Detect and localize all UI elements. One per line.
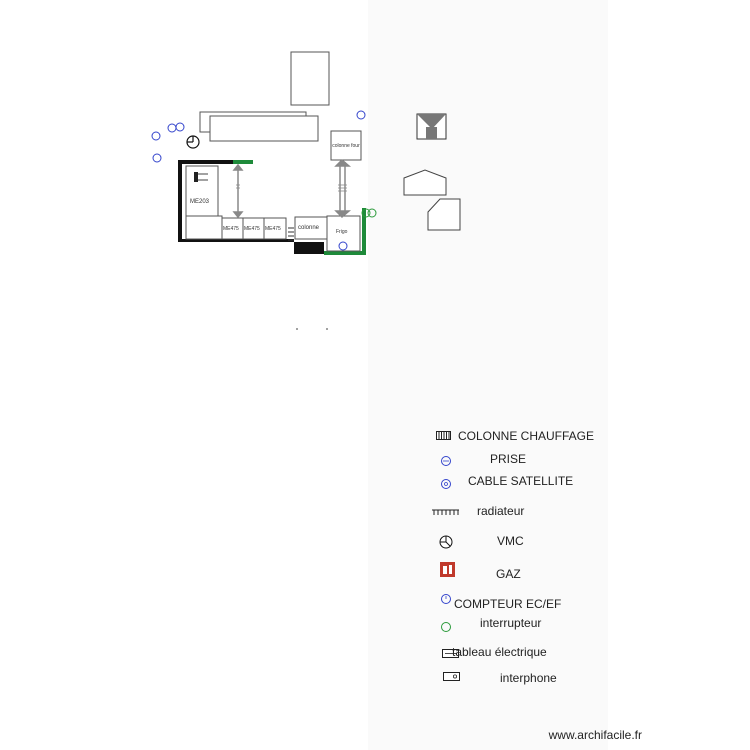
dimension-lines: [232, 158, 352, 219]
socket-icon: [338, 241, 348, 251]
legend-compteur-label: COMPTEUR EC/EF: [454, 597, 562, 611]
door-shape: [427, 198, 461, 231]
radiator-symbol: [288, 227, 294, 241]
plan-top-block: [290, 51, 330, 106]
funnel-shape: [416, 113, 447, 140]
legend-radiateur-label: radiateur: [477, 504, 525, 518]
intercom-icon: [443, 672, 460, 681]
vmc-icon: [186, 135, 200, 149]
satellite-socket-icon: [441, 479, 451, 489]
legend-panel-background: [368, 0, 608, 750]
colonne-four-block: [330, 130, 362, 161]
switch-icon: [441, 622, 451, 632]
legend-cable-satellite-label: CABLE SATELLITE: [468, 474, 574, 488]
radiator-icon: [432, 509, 459, 515]
colonne-four-label: colonne four: [332, 143, 360, 149]
green-wall-right: [362, 208, 366, 255]
socket-icon: [441, 456, 451, 466]
colonne-label: colonne: [298, 225, 320, 231]
switch-icon: [361, 208, 377, 218]
me475-2-label: ME475: [244, 226, 260, 232]
frigo-block: [326, 215, 361, 252]
watermark: www.archifacile.fr: [548, 728, 642, 742]
wall-left: [178, 160, 182, 242]
me203-label: ME203: [190, 199, 210, 205]
corner-unit: [185, 215, 223, 240]
socket-icon: [151, 110, 366, 163]
wall-bottom-thick: [294, 242, 324, 254]
electric-panel-icon: [442, 649, 459, 658]
green-wall-bottom: [324, 251, 366, 255]
tent-shape: [403, 169, 447, 196]
radiator-column-icon: [436, 431, 451, 440]
plan-counter-front: [209, 115, 319, 142]
legend-tableau-label: tableau électrique: [452, 645, 547, 659]
vmc-icon: [439, 535, 453, 549]
frigo-label: Frigo: [336, 229, 348, 235]
meter-icon: [441, 594, 451, 604]
wall-bottom: [178, 239, 294, 242]
plan-small-symbol: [194, 172, 198, 182]
wall-top: [178, 160, 233, 164]
gas-icon: [440, 562, 455, 577]
legend-interphone-label: interphone: [500, 671, 557, 685]
legend-interrupteur-label: interrupteur: [480, 616, 542, 630]
me475-1-label: ME475: [223, 226, 239, 232]
legend-vmc-label: VMC: [497, 534, 524, 548]
legend-colonne-chauffage-label: COLONNE CHAUFFAGE: [458, 429, 595, 443]
me475-3-label: ME475: [265, 226, 281, 232]
legend-prise-label: PRISE: [490, 452, 527, 466]
green-wall-top: [233, 160, 253, 164]
legend-gaz-label: GAZ: [496, 567, 521, 581]
me475-3-block: [263, 217, 287, 240]
floor-plan: [151, 51, 461, 330]
